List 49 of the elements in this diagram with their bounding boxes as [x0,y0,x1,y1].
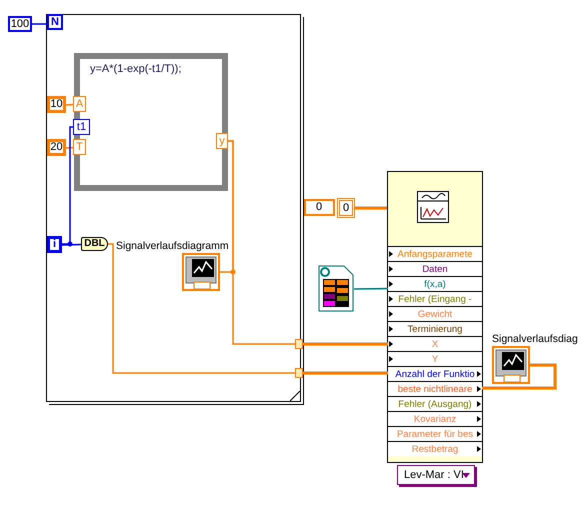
formula-terminal: T [73,139,86,155]
input-terminal: X [388,336,482,351]
wire [32,23,47,25]
numeric-constant: 20 [47,139,66,156]
numeric-constant: 100 [8,16,32,32]
polymorphic-selector [397,465,475,485]
wire [66,104,74,106]
ring-constant: 0 [304,199,335,216]
input-terminal: f(x,a) [388,276,482,291]
output-terminal: y [216,133,228,149]
input-terminal: Y [388,351,482,366]
input-terminal: Anfangsparamete [388,246,482,261]
wire [62,244,82,246]
output-terminal: Restbetrag [388,441,482,456]
wire [303,372,388,374]
wire [303,342,388,346]
wire [354,288,388,290]
output-terminal: Anzahl der Funktio [388,366,482,381]
conversion-node: DBL [81,237,108,251]
output-terminal: Parameter für bes [388,426,482,441]
wire [66,146,74,149]
input-terminal: Daten [388,261,482,276]
express-vi-node [387,171,483,463]
iteration-terminal: i [47,236,62,253]
selector-text: Lev-Mar : VI [404,470,464,480]
count-terminal: N [47,14,63,30]
wire [355,206,387,210]
output-terminal: Kovarianz [388,411,482,426]
formula-terminal: A [73,96,86,112]
input-terminal: t1 [73,119,90,135]
numeric-constant: 0 [337,198,355,218]
loop-tunnel [295,339,303,349]
wire [62,126,73,245]
numeric-constant: 10 [47,96,66,113]
input-terminal: Gewicht [388,306,482,321]
error-cluster-icon [318,265,354,312]
for-loop-frame [46,14,301,402]
formula-text: y=A*(1-exp(-t1/T)); [90,63,182,75]
formula-node [74,53,228,191]
input-terminal: Fehler (Eingang - [388,291,482,306]
indicator-label: Signalverlaufsdiag [492,333,578,345]
wire [228,140,295,345]
output-terminal: beste nichtlineare [388,381,482,396]
output-terminal: Fehler (Ausgang) [388,396,482,411]
loop-tunnel [295,368,303,378]
indicator-label: Signalverlaufsdiagramm [116,240,229,252]
input-terminal: Terminierung [388,321,482,336]
wire [482,364,556,390]
wire [108,243,295,374]
